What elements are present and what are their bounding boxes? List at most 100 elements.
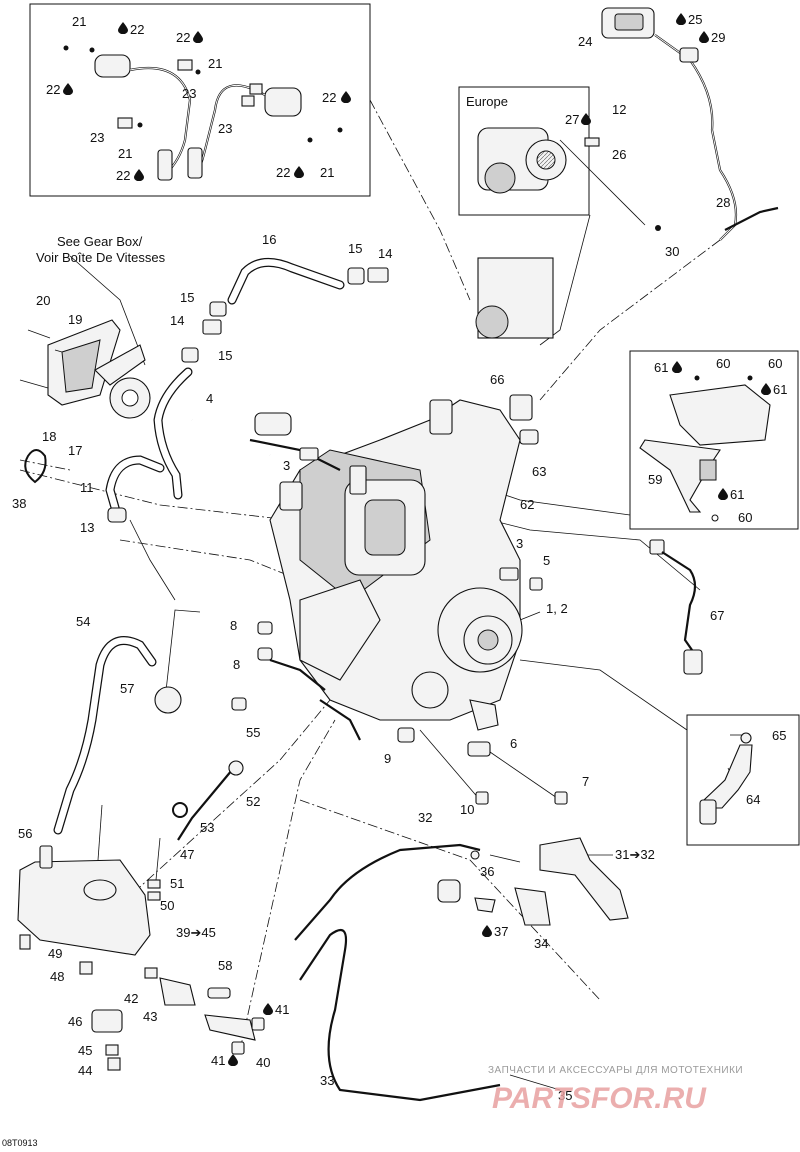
callout: 59 xyxy=(648,472,662,487)
leader-lines xyxy=(69,139,745,1091)
callout: 5 xyxy=(543,553,550,568)
callout: 61 xyxy=(654,360,668,375)
callout: 22 xyxy=(130,22,144,37)
callout: 11 xyxy=(80,480,94,495)
callout: 46 xyxy=(68,1014,82,1029)
oil-drop-icon xyxy=(482,925,492,937)
dipstick-clutch-parts xyxy=(228,760,629,1102)
oil-tank xyxy=(17,804,265,1071)
callout: 21 xyxy=(320,165,334,180)
callout: 65 xyxy=(772,728,786,743)
oil-drop-icon xyxy=(294,166,304,178)
callout: 15 xyxy=(348,241,362,256)
callout: 66 xyxy=(490,372,504,387)
callout: 1, 2 xyxy=(546,601,568,616)
callout: 24 xyxy=(578,34,592,49)
callout: 53 xyxy=(200,820,214,835)
callout: 28 xyxy=(716,195,730,210)
relay-bracket-parts xyxy=(639,375,771,522)
reference-code: 08T0913 xyxy=(2,1138,38,1148)
callout: 51 xyxy=(170,876,184,891)
callout: 9 xyxy=(384,751,391,766)
callouts: 21 22 22 22 21 23 22 23 23 21 22 22 21 2… xyxy=(12,12,787,1103)
callout: 67 xyxy=(710,608,724,623)
watermark-logo: PARTSFOR.RU xyxy=(492,1082,707,1115)
oil-drop-icon xyxy=(718,488,728,500)
oil-drop-icon xyxy=(263,1003,273,1015)
callout: 22 xyxy=(116,168,130,183)
callout: 54 xyxy=(76,614,90,629)
callout: 8 xyxy=(233,657,240,672)
callout: 20 xyxy=(36,293,50,308)
callout: 35 xyxy=(558,1088,572,1103)
callout: 60 xyxy=(768,356,782,371)
oil-drop-icon xyxy=(761,383,771,395)
callout: 4 xyxy=(206,391,213,406)
callout: 39➔45 xyxy=(176,925,216,940)
callout: 34 xyxy=(534,936,548,951)
callout: 62 xyxy=(520,497,534,512)
callout: 8 xyxy=(230,618,237,633)
callout: 44 xyxy=(78,1063,92,1078)
callout: 15 xyxy=(180,290,194,305)
callout: 25 xyxy=(688,12,702,27)
callout: 60 xyxy=(716,356,730,371)
callout: 14 xyxy=(170,313,184,328)
oil-drop-icon xyxy=(63,83,73,95)
callout: 21 xyxy=(208,56,222,71)
callout: 60 xyxy=(738,510,752,525)
callout: 48 xyxy=(50,969,64,984)
oil-drop-icon xyxy=(134,169,144,181)
callout: 37 xyxy=(494,924,508,939)
throttle-parts xyxy=(475,7,779,339)
callout: 21 xyxy=(118,146,132,161)
callout: 3 xyxy=(283,458,290,473)
oil-drop-icon xyxy=(672,361,682,373)
callout: 23 xyxy=(182,86,196,101)
sprocket-cover xyxy=(19,319,151,419)
hardware xyxy=(154,418,568,841)
watermark-tagline: ЗАПЧАСТИ И АКСЕССУАРЫ ДЛЯ МОТОТЕХНИКИ xyxy=(488,1065,743,1076)
callout: 32 xyxy=(418,810,432,825)
callout: 40 xyxy=(256,1055,270,1070)
callout: 23 xyxy=(218,121,232,136)
europe-label: Europe xyxy=(466,94,508,109)
callout: 30 xyxy=(665,244,679,259)
callout: 22 xyxy=(322,90,336,105)
callout: 41 xyxy=(211,1053,225,1068)
oil-drop-icon xyxy=(676,13,686,25)
callout: 27 xyxy=(565,112,579,127)
callout: 15 xyxy=(218,348,232,363)
callout: 17 xyxy=(68,443,82,458)
callout: 64 xyxy=(746,792,760,807)
oil-drop-icon xyxy=(228,1054,238,1066)
callout: 26 xyxy=(612,147,626,162)
callout: 23 xyxy=(90,130,104,145)
watermark: ЗАПЧАСТИ И АКСЕССУАРЫ ДЛЯ МОТОТЕХНИКИ PA… xyxy=(488,1065,743,1115)
callout: 36 xyxy=(480,864,494,879)
callout: 61 xyxy=(730,487,744,502)
callout: 22 xyxy=(276,165,290,180)
callout: 42 xyxy=(124,991,138,1006)
callout: 56 xyxy=(18,826,32,841)
callout: 29 xyxy=(711,30,725,45)
oil-drop-icon xyxy=(118,22,128,34)
relay-bracket-inset xyxy=(629,350,799,530)
callout: 61 xyxy=(773,382,787,397)
sensor-cable xyxy=(649,539,703,675)
oil-drop-icon xyxy=(699,31,709,43)
callout: 49 xyxy=(48,946,62,961)
callout: 19 xyxy=(68,312,82,327)
annotation-labels: Europe See Gear Box/ Voir Boîte De Vites… xyxy=(2,94,508,1148)
engine-assembly xyxy=(249,394,539,741)
callout: 18 xyxy=(42,429,56,444)
callout: 6 xyxy=(510,736,517,751)
callout: 16 xyxy=(262,232,276,247)
europe-inset xyxy=(458,86,590,216)
callout: 14 xyxy=(378,246,392,261)
callout: 22 xyxy=(46,82,60,97)
callout: 47 xyxy=(180,847,194,862)
callout: 21 xyxy=(72,14,86,29)
callout: 31➔32 xyxy=(615,847,655,862)
